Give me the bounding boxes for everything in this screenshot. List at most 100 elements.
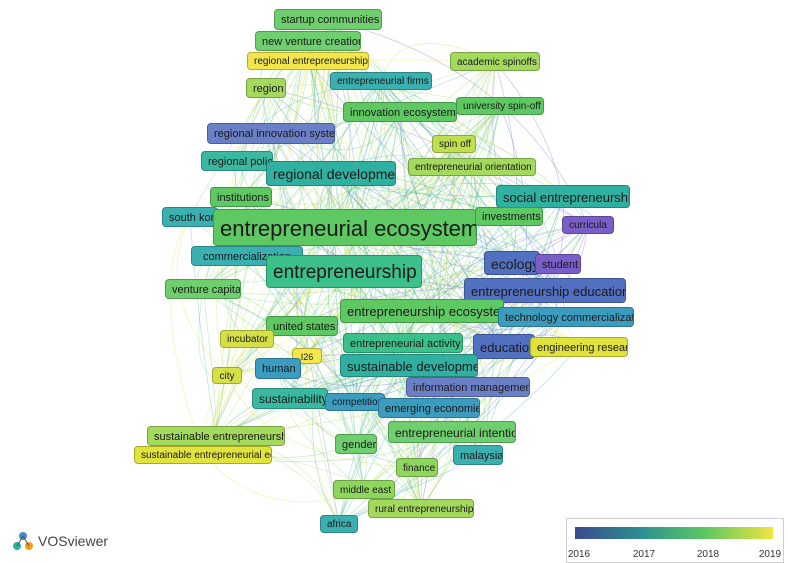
legend-color-bar bbox=[575, 527, 773, 539]
node-united-states[interactable]: united states bbox=[266, 316, 338, 336]
node-label: sustainable entrepreneurship bbox=[154, 431, 285, 443]
node-label: information management bbox=[413, 382, 530, 394]
node-label: entrepreneurship ecosystem bbox=[347, 304, 504, 319]
node-entrepreneurial-orientation[interactable]: entrepreneurial orientation bbox=[408, 158, 536, 176]
vosviewer-logo-icon bbox=[13, 532, 33, 550]
node-middle-east[interactable]: middle east bbox=[333, 480, 395, 499]
node-emerging-economies[interactable]: emerging economies bbox=[378, 398, 480, 418]
link bbox=[335, 80, 382, 228]
node-new-venture-creation[interactable]: new venture creation bbox=[255, 31, 361, 51]
link bbox=[226, 375, 418, 468]
link bbox=[481, 216, 510, 347]
node-sustainability[interactable]: sustainability bbox=[252, 388, 328, 409]
node-label: finance bbox=[403, 463, 436, 474]
node-venture-capital[interactable]: venture capital bbox=[165, 279, 241, 299]
link bbox=[330, 173, 505, 347]
node-technology-commercialization[interactable]: technology commercialization bbox=[498, 307, 634, 327]
link bbox=[268, 133, 345, 272]
node-label: university spin-off bbox=[463, 101, 541, 112]
node-social-entrepreneurship[interactable]: social entrepreneurship bbox=[496, 185, 630, 208]
link bbox=[189, 216, 217, 437]
node-university-spin-off[interactable]: university spin-off bbox=[456, 97, 544, 115]
node-label: competition bbox=[332, 397, 384, 408]
node-label: academic spinoffs bbox=[457, 57, 537, 68]
link bbox=[494, 61, 564, 265]
vosviewer-logo[interactable]: VOSviewer bbox=[12, 530, 108, 552]
link bbox=[289, 61, 496, 399]
node-label: student bbox=[542, 259, 579, 271]
node-label: education bbox=[480, 340, 535, 355]
node-sustainable-development[interactable]: sustainable development bbox=[340, 354, 478, 377]
node-label: regional development bbox=[273, 166, 396, 182]
node-label: entrepreneurship bbox=[273, 262, 417, 283]
link bbox=[380, 80, 559, 265]
node-africa[interactable]: africa bbox=[320, 515, 358, 533]
link bbox=[202, 288, 356, 403]
node-engineering-research[interactable]: engineering research bbox=[530, 337, 628, 357]
node-label: regional policy bbox=[208, 156, 273, 168]
link bbox=[277, 368, 418, 468]
node-label: investments bbox=[482, 211, 541, 223]
link bbox=[312, 271, 345, 525]
node-regional-innovation-system[interactable]: regional innovation system bbox=[207, 123, 335, 144]
node-region[interactable]: region bbox=[246, 78, 286, 98]
node-human[interactable]: human bbox=[255, 358, 301, 379]
node-label: sustainable development bbox=[347, 359, 478, 374]
node-regional-entrepreneurship[interactable]: regional entrepreneurship bbox=[247, 52, 369, 70]
link bbox=[277, 111, 401, 369]
node-malaysia[interactable]: malaysia bbox=[453, 445, 503, 465]
node-label: sustainable entrepreneurial ec bbox=[141, 450, 272, 461]
link bbox=[343, 143, 455, 272]
node-label: social entrepreneurship bbox=[503, 190, 630, 205]
node-sustainable-entrepreneurial-ec[interactable]: sustainable entrepreneurial ec bbox=[134, 446, 272, 464]
node-entrepreneurial-ecosystem[interactable]: entrepreneurial ecosystem bbox=[213, 209, 477, 246]
node-regional-development[interactable]: regional development bbox=[266, 161, 396, 186]
node-label: regional innovation system bbox=[214, 128, 335, 140]
link bbox=[169, 216, 204, 456]
node-label: new venture creation bbox=[262, 36, 361, 48]
node-label: city bbox=[219, 371, 235, 382]
node-student[interactable]: student bbox=[535, 254, 581, 274]
link bbox=[202, 227, 346, 456]
node-gender[interactable]: gender bbox=[335, 434, 377, 454]
node-label: entrepreneurship education bbox=[471, 284, 626, 299]
node-label: united states bbox=[273, 321, 336, 333]
node-entrepreneurship[interactable]: entrepreneurship bbox=[266, 255, 422, 288]
node-incubator[interactable]: incubator bbox=[220, 330, 274, 348]
node-label: technology commercialization bbox=[505, 312, 634, 324]
node-label: region bbox=[253, 83, 284, 95]
node-label: human bbox=[262, 363, 296, 375]
node-regional-policy[interactable]: regional policy bbox=[201, 151, 273, 171]
node-entrepreneurial-intention[interactable]: entrepreneurial intention bbox=[388, 421, 516, 443]
node-entrepreneurial-firms[interactable]: entrepreneurial firms bbox=[330, 72, 432, 90]
node-label: engineering research bbox=[537, 342, 628, 354]
link bbox=[202, 166, 473, 456]
node-curricula[interactable]: curricula bbox=[562, 216, 614, 234]
node-academic-spinoffs[interactable]: academic spinoffs bbox=[450, 52, 540, 71]
node-entrepreneurship-education[interactable]: entrepreneurship education bbox=[464, 278, 626, 303]
node-entrepreneurial-activity[interactable]: entrepreneurial activity bbox=[343, 333, 463, 353]
node-finance[interactable]: finance bbox=[396, 458, 438, 477]
node-information-management[interactable]: information management bbox=[406, 377, 530, 397]
node-label: curricula bbox=[569, 220, 607, 231]
node-city[interactable]: city bbox=[212, 367, 242, 384]
node-label: entrepreneurial firms bbox=[337, 76, 429, 87]
node-investments[interactable]: investments bbox=[475, 207, 543, 226]
node-entrepreneurship-ecosystem[interactable]: entrepreneurship ecosystem bbox=[340, 299, 504, 323]
node-rural-entrepreneurship[interactable]: rural entrepreneurship bbox=[368, 499, 474, 518]
node-innovation-ecosystem[interactable]: innovation ecosystem bbox=[343, 102, 457, 122]
node-sustainable-entrepreneurship[interactable]: sustainable entrepreneurship bbox=[147, 426, 285, 446]
link bbox=[338, 196, 564, 525]
node-label: malaysia bbox=[460, 450, 503, 462]
node-label: entrepreneurial intention bbox=[395, 426, 516, 440]
node-spin-off[interactable]: spin off bbox=[432, 135, 476, 153]
node-label: venture capital bbox=[172, 284, 241, 296]
node-label: startup communities bbox=[281, 14, 380, 26]
legend-tick-2019: 2019 bbox=[758, 549, 782, 560]
node-ecology[interactable]: ecology bbox=[484, 251, 540, 275]
node-education[interactable]: education bbox=[473, 334, 535, 359]
node-institutions[interactable]: institutions bbox=[210, 187, 272, 207]
node-competition[interactable]: competition bbox=[325, 393, 385, 411]
node-south-korea[interactable]: south korea bbox=[162, 207, 218, 227]
node-startup-communities[interactable]: startup communities bbox=[274, 9, 382, 30]
